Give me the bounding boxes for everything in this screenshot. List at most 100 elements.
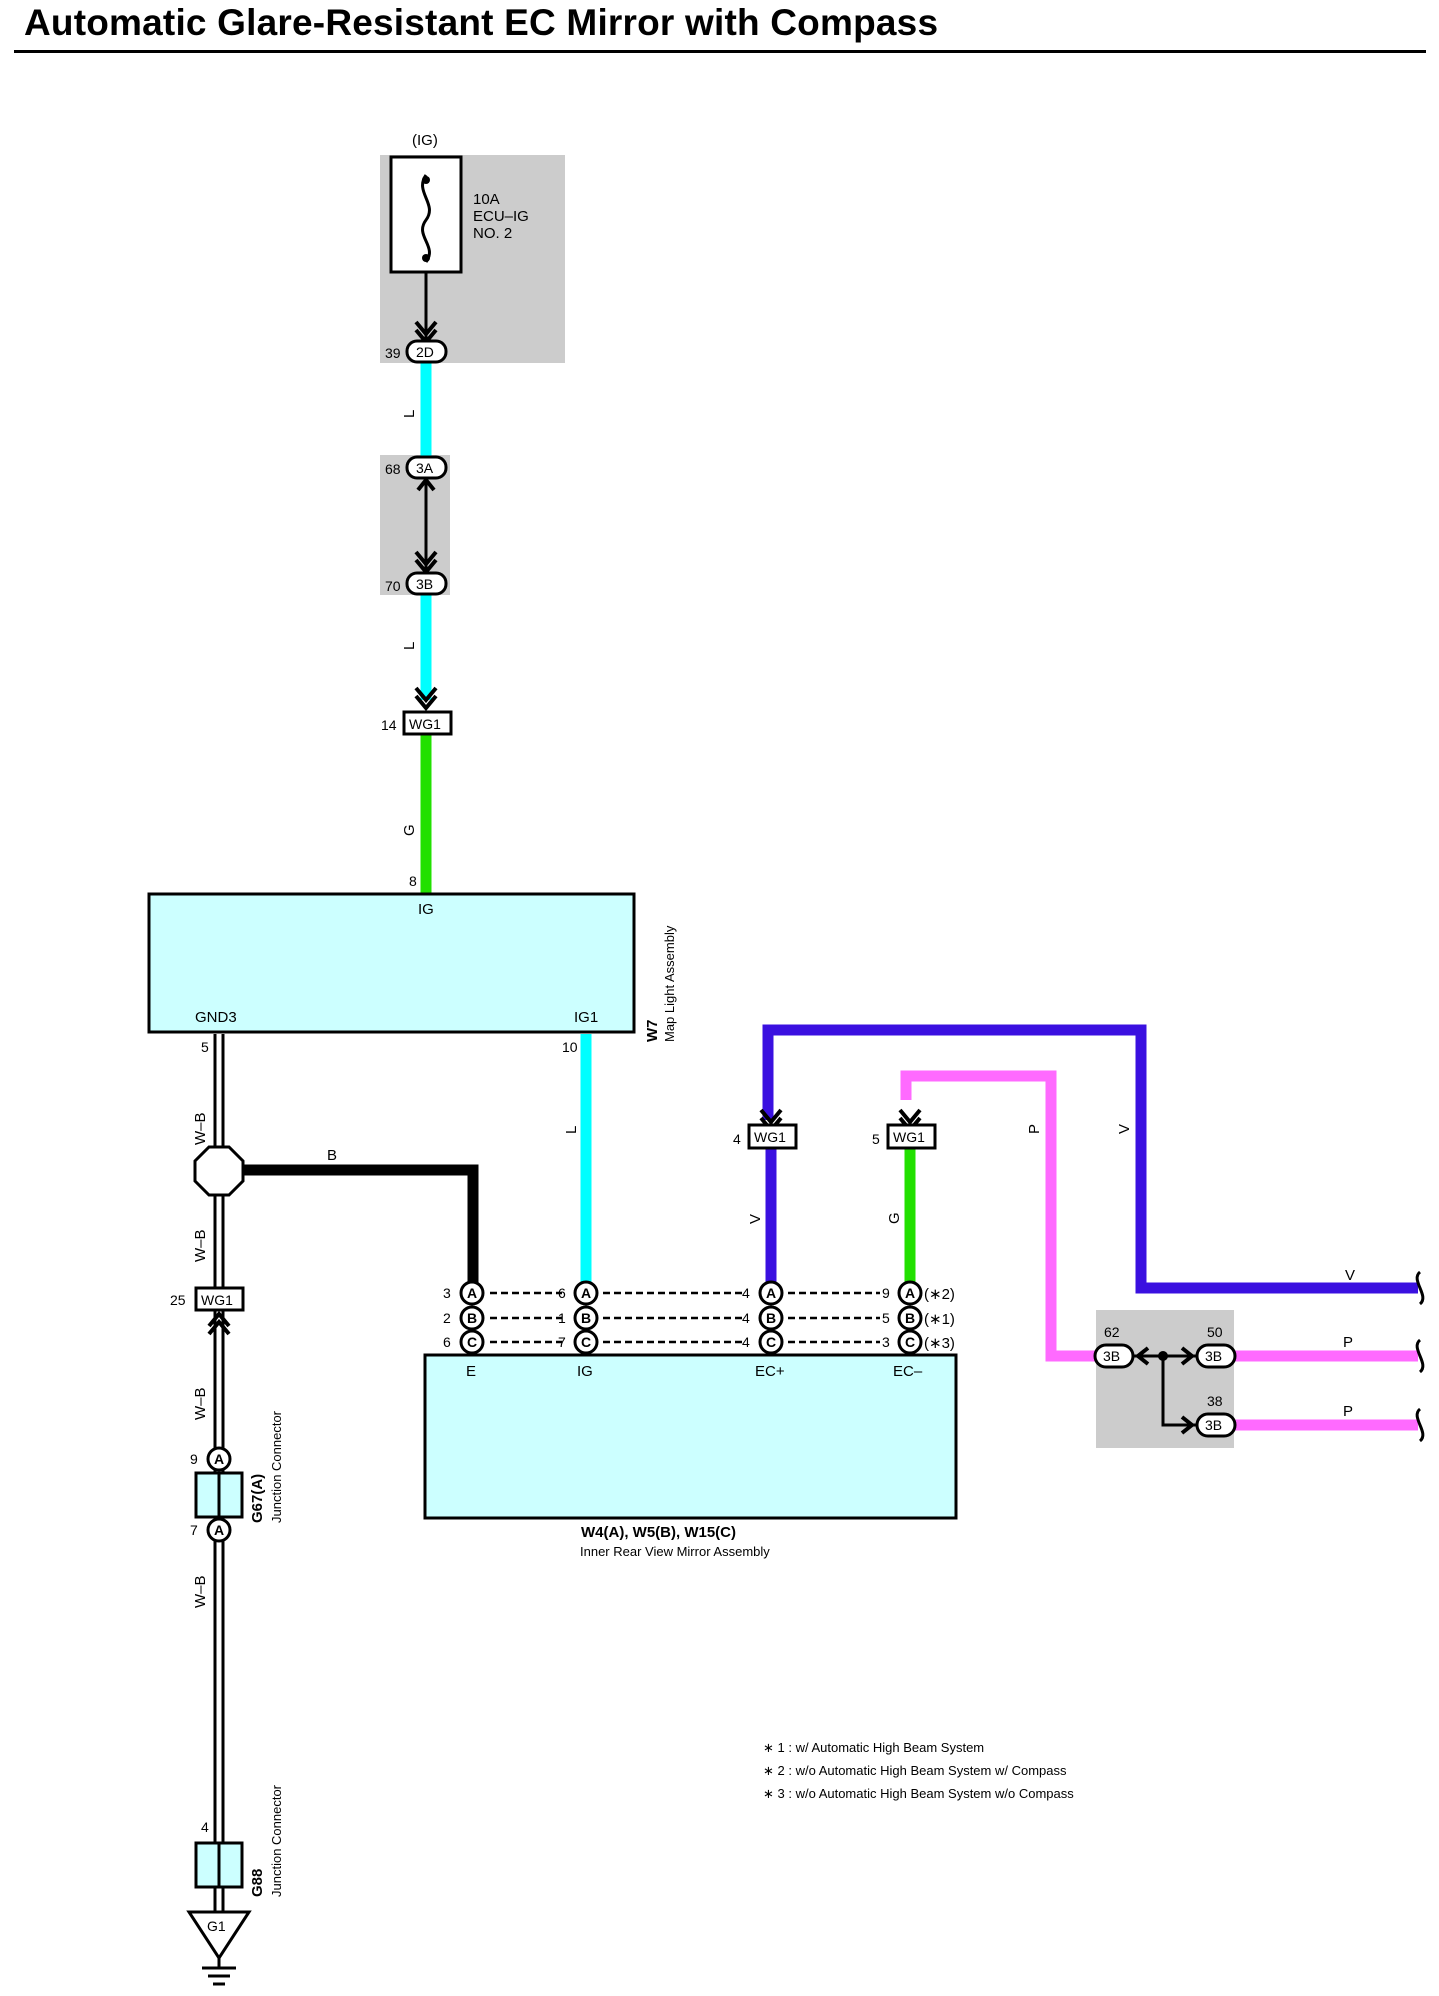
map-light-assembly: [147, 892, 636, 1034]
map-light-name: Map Light Assembly: [662, 925, 677, 1042]
wire-b: [240, 1164, 479, 1284]
row-a-ecm-conn: A: [905, 1285, 915, 1301]
map-light-ig1-pin: 10: [562, 1039, 578, 1055]
note-2: ∗ 2 : w/o Automatic High Beam System w/ …: [763, 1763, 1067, 1778]
connector-wg1-g-label: WG1: [893, 1129, 925, 1145]
title-rule: [14, 50, 1426, 53]
junction-3b-pin: 70: [385, 578, 401, 594]
row-a-ecm-terminal: [897, 1280, 923, 1306]
note-3: ∗ 3 : w/o Automatic High Beam System w/o…: [763, 1786, 1074, 1801]
mirror-terminal-ecp: EC+: [755, 1363, 785, 1380]
g88-pin: 4: [201, 1819, 209, 1835]
row-a-ig-pin: 6: [558, 1285, 566, 1301]
fuse-number: NO. 2: [473, 225, 512, 242]
row-a-e-pin: 3: [443, 1285, 451, 1301]
g67-top-conn: A: [214, 1451, 224, 1467]
mirror-connector-rows: 3 A 6 A 4 A 9 A (∗2) 2 B 1 B 4 B 5 B (∗1…: [443, 1280, 955, 1355]
wire-label-l2: L: [401, 642, 418, 650]
splice-left-pin: 62: [1104, 1324, 1120, 1340]
connector-2d-label: 2D: [416, 344, 434, 360]
map-light-gnd-pin: 5: [201, 1039, 209, 1055]
connector-wg1-g: [886, 1123, 937, 1150]
wg1-top-pin: 14: [381, 717, 397, 733]
row-c-note: (∗3): [924, 1335, 955, 1352]
splice-right-bottom-pin: 38: [1207, 1393, 1223, 1409]
g67-bottom-pin: 7: [190, 1522, 198, 1538]
ground-icon: [202, 1958, 236, 1986]
map-light-gnd-label: GND3: [195, 1009, 237, 1026]
ground-g1-triangle: [186, 1910, 252, 1961]
fuse-element: [421, 174, 431, 263]
g67-bottom-terminal: [206, 1517, 232, 1543]
mirror-terminal-e: E: [466, 1363, 476, 1380]
connector-wg1-v: [747, 1123, 798, 1150]
wire-label-g1: G: [401, 824, 418, 836]
row-c-ig-pin: 7: [558, 1334, 566, 1350]
row-b-ig-conn: B: [581, 1310, 591, 1326]
wg1-ground-pin: 25: [170, 1292, 186, 1308]
row-a-ecp-conn: A: [766, 1285, 776, 1301]
connector-2d: [405, 339, 448, 364]
row-a-note: (∗2): [924, 1286, 955, 1303]
row-c-ecp-terminal: [758, 1329, 784, 1355]
g88-name: Junction Connector: [269, 1784, 284, 1897]
row-a-ecp-pin: 4: [742, 1285, 750, 1301]
connector-wg1-top: [402, 710, 453, 736]
note-1: ∗ 1 : w/ Automatic High Beam System: [763, 1740, 984, 1755]
wire-label-wb3: W–B: [192, 1387, 209, 1420]
wire-label-wb4: W–B: [192, 1575, 209, 1608]
wire-label-p-right-1: P: [1343, 1334, 1353, 1351]
row-b-ecp-pin: 4: [742, 1310, 750, 1326]
wire-label-v1: V: [747, 1214, 764, 1224]
splice-right-bottom-conn: 3B: [1205, 1417, 1222, 1433]
wire-label-v-vert: V: [1116, 1124, 1133, 1134]
map-light-ig-pin: 8: [409, 873, 417, 889]
row-c-e-terminal: [459, 1329, 485, 1355]
mirror-name: Inner Rear View Mirror Assembly: [580, 1544, 770, 1559]
row-b-e-conn: B: [467, 1310, 477, 1326]
row-c-ecp-pin: 4: [742, 1334, 750, 1350]
continuation-v: [1415, 1270, 1425, 1306]
connector-3b: [405, 571, 448, 596]
row-b-ig-terminal: [573, 1305, 599, 1331]
splice-point: [193, 1145, 245, 1197]
wire-v: [762, 1024, 1418, 1294]
row-c-ecp-conn: C: [766, 1334, 776, 1350]
page-title: Automatic Glare-Resistant EC Mirror with…: [24, 2, 939, 43]
mirror-assembly: [423, 1353, 958, 1520]
connector-3b-label: 3B: [416, 576, 433, 592]
splice-right-top-conn: 3B: [1205, 1348, 1222, 1364]
wire-label-b: B: [327, 1147, 337, 1164]
map-light-ig-label: IG: [418, 901, 434, 918]
row-c-ecm-conn: C: [905, 1334, 915, 1350]
connector-wg1-ground: [194, 1286, 245, 1312]
continuation-p-1: [1415, 1338, 1425, 1374]
splice-right-top-connector: [1195, 1343, 1237, 1369]
splice-right-top-pin: 50: [1207, 1324, 1223, 1340]
wire-p: [900, 1070, 1100, 1362]
row-a-ig-conn: A: [581, 1285, 591, 1301]
fuse-name: ECU–IG: [473, 208, 529, 225]
row-b-ecm-terminal: [897, 1305, 923, 1331]
g67-top-pin: 9: [190, 1451, 198, 1467]
connector-wg1-ground-label: WG1: [201, 1292, 233, 1308]
continuation-p-2: [1415, 1407, 1425, 1443]
row-a-ecm-pin: 9: [882, 1285, 890, 1301]
fuse-source-label: (IG): [412, 132, 438, 149]
connector-3a-label: 3A: [416, 460, 434, 476]
row-b-e-terminal: [459, 1305, 485, 1331]
wg1-v-pin: 4: [733, 1131, 741, 1147]
row-c-e-conn: C: [467, 1334, 477, 1350]
connector-wg1-top-label: WG1: [409, 716, 441, 732]
wire-label-g2: G: [886, 1212, 903, 1224]
wire-label-p-right-2: P: [1343, 1403, 1353, 1420]
wire-label-wb2: W–B: [192, 1229, 209, 1262]
g88-id: G88: [249, 1869, 266, 1897]
mirror-terminal-ig: IG: [577, 1363, 593, 1380]
splice-right-bottom-connector: [1195, 1412, 1237, 1438]
fuse-connector-pin: 39: [385, 345, 401, 361]
row-b-ecp-terminal: [758, 1305, 784, 1331]
row-c-ecm-pin: 3: [882, 1334, 890, 1350]
fuse-rating: 10A: [473, 191, 500, 208]
